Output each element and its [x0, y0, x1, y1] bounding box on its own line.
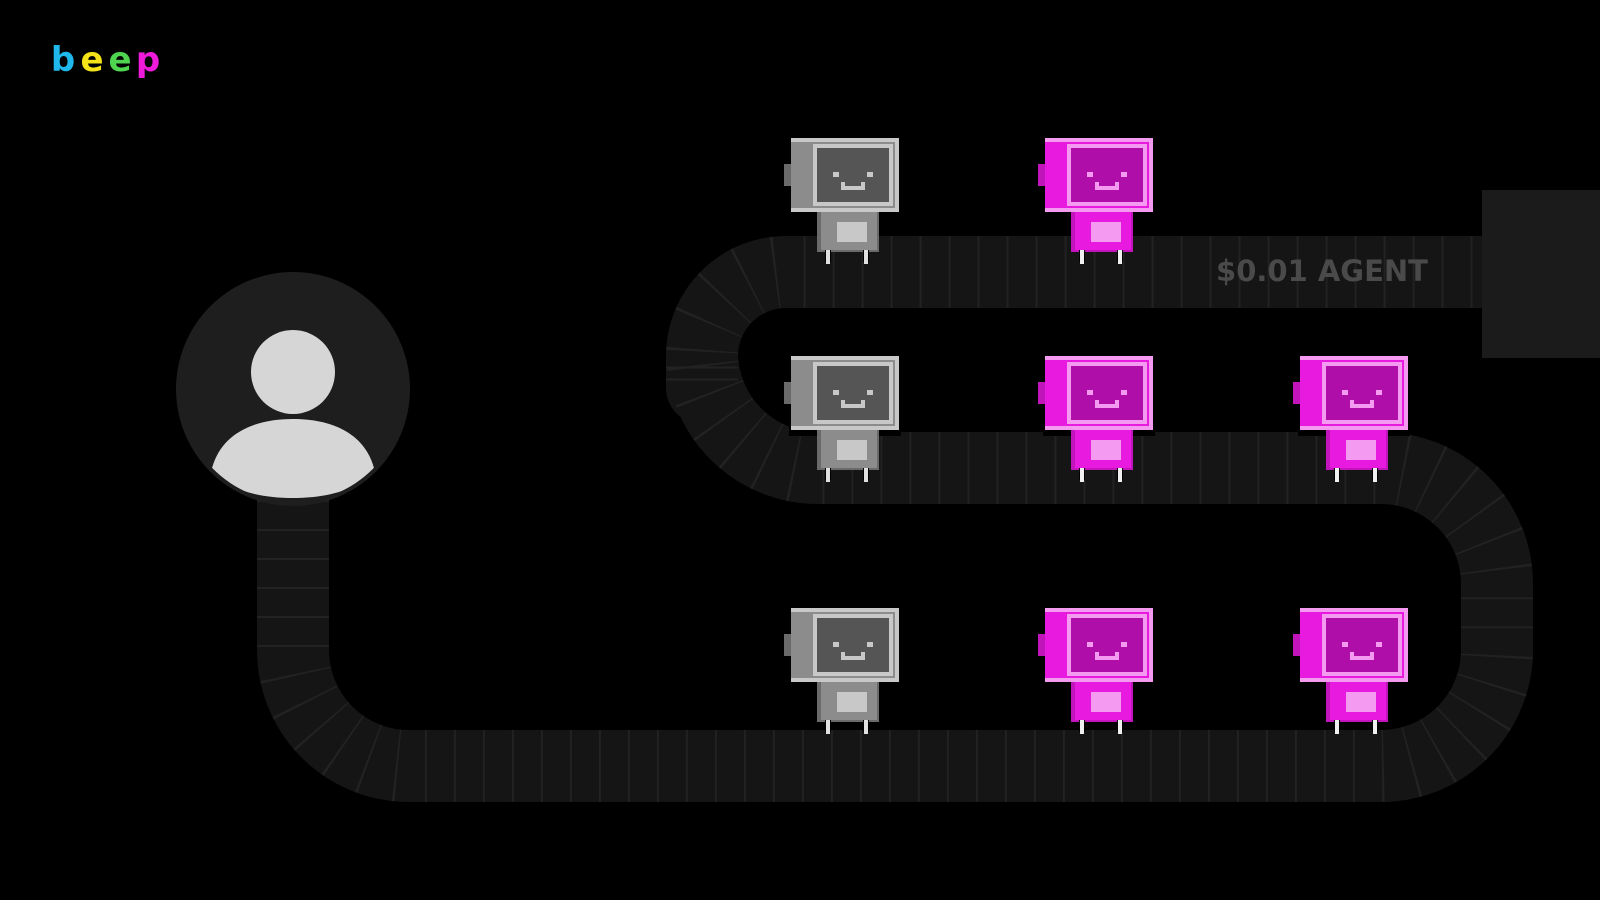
conveyor-belt: [257, 236, 1533, 802]
robot-icon: [784, 608, 901, 734]
robot-icon: [1038, 356, 1155, 482]
robot-icon: [1293, 608, 1410, 734]
logo-letter: e: [108, 40, 131, 80]
robot-icon: [784, 356, 901, 482]
robot-icon: [784, 138, 901, 264]
user-avatar-icon: [176, 272, 410, 506]
robot-group: [784, 138, 1410, 734]
agent-price-label: $0.01 AGENT: [1216, 254, 1428, 288]
destination-box: [1482, 190, 1600, 358]
robot-icon: [1038, 138, 1155, 264]
robot-icon: [1038, 608, 1155, 734]
logo-letter: e: [80, 40, 103, 80]
robot-icon: [1293, 356, 1410, 482]
logo-letter: p: [136, 40, 160, 80]
logo-letter: b: [51, 40, 75, 80]
